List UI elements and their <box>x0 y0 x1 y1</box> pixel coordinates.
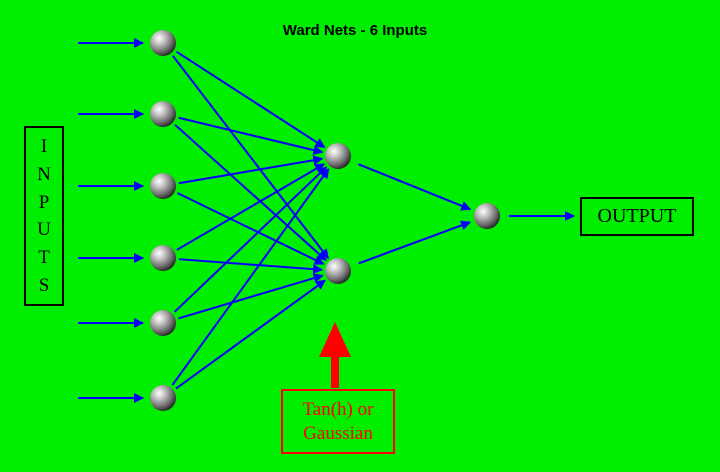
hidden-node <box>325 143 351 169</box>
input-node <box>150 385 176 411</box>
input-node <box>150 173 176 199</box>
input-to-hidden-connection <box>176 163 326 251</box>
hidden-node <box>325 258 351 284</box>
output-label: OUTPUT <box>597 205 677 227</box>
output-node <box>474 203 500 229</box>
activation-label-line1: Tan(h) or <box>302 398 374 420</box>
input-to-hidden-connection <box>178 258 324 275</box>
inputs-letter: P <box>38 191 50 213</box>
input-to-hidden-connection <box>175 279 326 390</box>
diagram-title: Ward Nets - 6 Inputs <box>282 22 428 39</box>
activation-arrow <box>319 322 351 388</box>
inputs-letter: T <box>38 247 50 269</box>
input-to-hidden-connection <box>178 273 324 320</box>
output-label-box: OUTPUT <box>580 197 694 236</box>
inputs-letter: U <box>37 219 51 241</box>
hidden-to-output-connection <box>358 220 472 265</box>
input-node <box>150 245 176 271</box>
input-to-hidden-connection <box>171 168 330 386</box>
hidden-to-output-connection <box>358 163 472 211</box>
input-node <box>150 101 176 127</box>
inputs-letter: N <box>37 163 51 185</box>
input-to-hidden-connection <box>173 166 328 313</box>
input-to-hidden-connection <box>174 123 327 262</box>
input-node <box>150 310 176 336</box>
input-to-hidden-connection <box>178 116 324 156</box>
input-to-hidden-connection <box>178 155 324 185</box>
inputs-letter: I <box>40 135 48 157</box>
activation-label-line2: Gaussian <box>303 422 373 444</box>
inputs-letter: S <box>38 275 50 297</box>
input-to-hidden-connection <box>176 192 325 265</box>
inputs-label-box: I N P U T S <box>24 126 64 306</box>
input-to-hidden-connection <box>175 50 326 149</box>
activation-label-box: Tan(h) or Gaussian <box>281 389 395 454</box>
input-node <box>150 30 176 56</box>
input-to-hidden-connection <box>171 55 330 260</box>
